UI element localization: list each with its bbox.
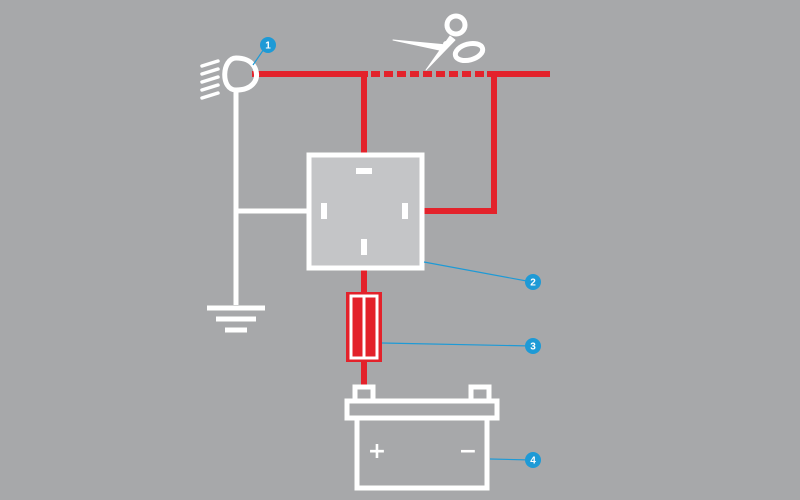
- battery-icon: [344, 384, 500, 491]
- callout-3-label: 3: [530, 342, 536, 353]
- callout-2-label: 2: [530, 278, 536, 289]
- callout-4: 4: [525, 452, 541, 468]
- callout-1: 1: [260, 37, 276, 53]
- relay-output-wire: [424, 74, 497, 214]
- headlight-icon: [200, 55, 259, 100]
- power-wires: [252, 71, 550, 387]
- battery-positive-sign: +: [368, 439, 386, 464]
- scissors-icon: [392, 13, 486, 71]
- callout-2: 2: [525, 274, 541, 290]
- callout-3: 3: [525, 338, 541, 354]
- callout-1-label: 1: [265, 41, 271, 52]
- fuse-icon: [346, 292, 382, 362]
- battery-negative-sign: −: [459, 439, 477, 464]
- cut-section-wire: [364, 71, 494, 77]
- ground-symbol-icon: [207, 305, 265, 333]
- relay-icon: [306, 152, 425, 271]
- callout-4-label: 4: [530, 456, 536, 467]
- ground-wires: [233, 88, 308, 305]
